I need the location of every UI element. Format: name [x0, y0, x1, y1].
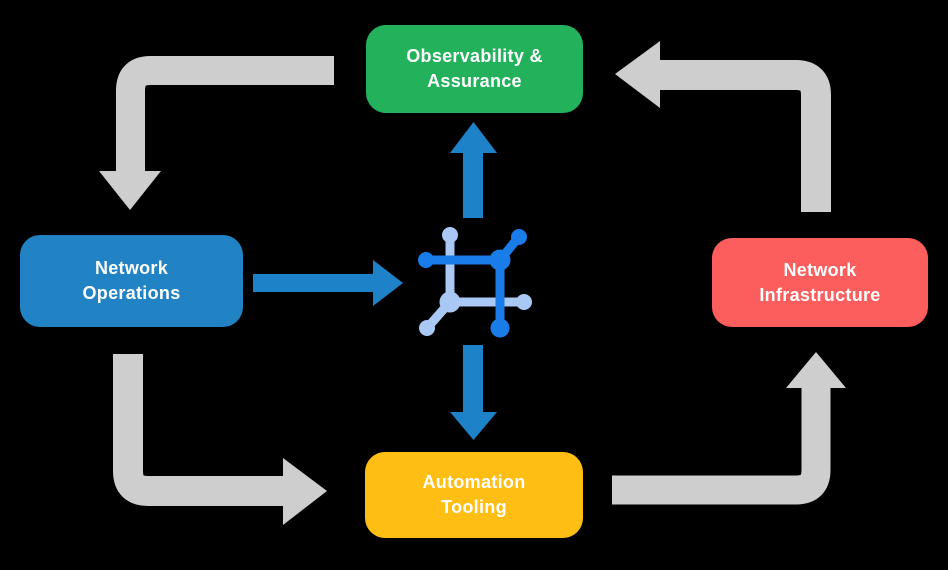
icon-node	[516, 294, 532, 310]
arrow-head-up	[450, 122, 497, 153]
arrow-head-up	[786, 352, 846, 388]
arrow-shaft	[463, 345, 483, 412]
arrow-operations-to-center	[253, 260, 403, 306]
arrow-head-right	[373, 260, 403, 306]
node-network-operations: Network Operations	[20, 235, 243, 327]
node-label-line: Tooling	[441, 497, 507, 517]
network-automation-icon	[418, 227, 532, 338]
icon-node	[511, 229, 527, 245]
arrow-shaft	[116, 56, 334, 172]
icon-light-layer	[419, 227, 532, 336]
arrow-head-down	[450, 412, 497, 440]
node-automation-tooling: Automation Tooling	[365, 452, 583, 538]
arrow-operations-to-tooling	[113, 354, 327, 525]
icon-node	[418, 252, 434, 268]
node-label-line: Infrastructure	[759, 284, 881, 305]
arrow-center-to-tooling	[450, 345, 497, 440]
arrow-shaft	[659, 60, 831, 212]
node-label-line: Operations	[82, 283, 181, 303]
arrow-head-right	[283, 458, 327, 525]
icon-junction	[439, 291, 461, 313]
node-label-line: Network	[783, 259, 857, 280]
arrow-shaft	[612, 388, 831, 505]
arrow-shaft	[113, 354, 284, 506]
arrow-head-left	[615, 41, 660, 108]
icon-node	[442, 227, 458, 243]
arrow-center-to-observability	[450, 122, 497, 218]
icon-node	[490, 318, 510, 338]
node-label-line: Automation	[422, 472, 526, 492]
node-label-line: Network	[94, 258, 169, 278]
arrow-infrastructure-to-observability	[615, 41, 831, 212]
node-label-line: Observability &	[406, 46, 543, 66]
icon-junction	[489, 249, 511, 271]
icon-node	[419, 320, 435, 336]
arrow-head-down	[99, 171, 161, 210]
arrow-observability-to-operations	[99, 56, 334, 210]
node-label-line: Assurance	[427, 71, 522, 91]
node-network-infrastructure: Network Infrastructure	[712, 238, 928, 327]
icon-dark-layer	[418, 229, 527, 338]
node-observability-assurance: Observability & Assurance	[366, 25, 583, 113]
arrow-tooling-to-infrastructure	[612, 352, 846, 505]
arrow-shaft	[463, 152, 483, 218]
arrow-shaft	[253, 274, 373, 292]
